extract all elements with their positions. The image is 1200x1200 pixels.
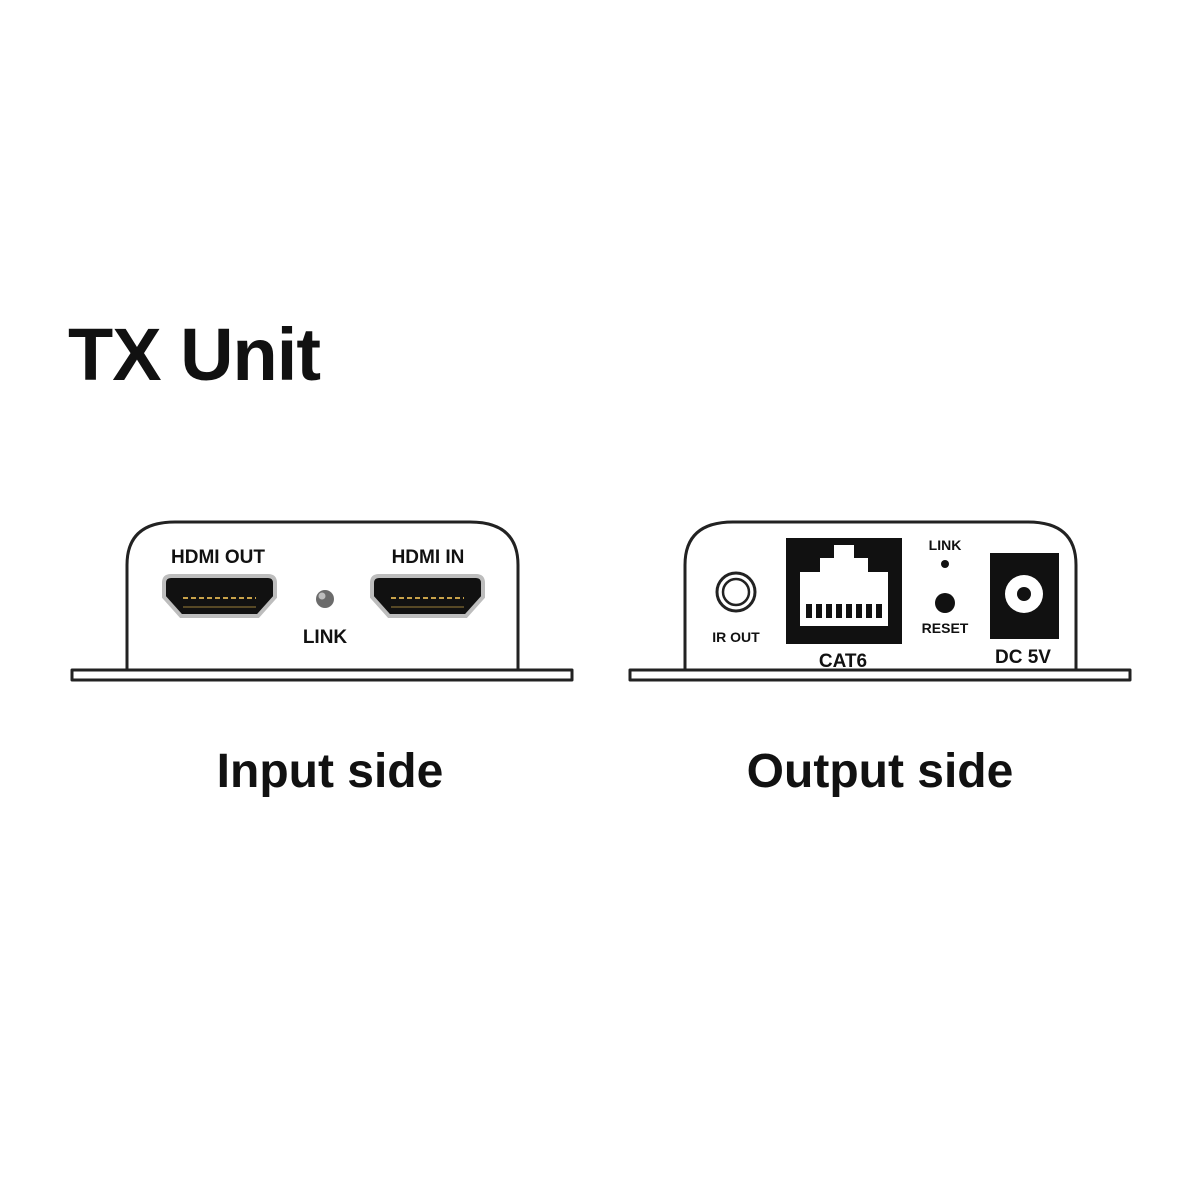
dc-5v-label: DC 5V [995,647,1051,668]
dc-power-jack [990,553,1059,639]
input-side-caption: Input side [216,745,444,798]
hdmi-in-port [370,574,485,618]
hdmi-out-port [162,574,277,618]
output-side-caption: Output side [746,745,1014,798]
cat6-label: CAT6 [819,651,867,672]
hdmi-in-label: HDMI IN [392,547,465,568]
ir-out-jack-icon [715,571,757,613]
cat6-port [786,538,902,644]
reset-button [935,593,955,613]
ir-out-label: IR OUT [712,629,760,645]
link-led-icon [316,590,334,608]
output-link-led-icon [941,560,949,568]
link-label: LINK [303,627,348,648]
diagram-title: TX Unit [68,313,321,396]
reset-label: RESET [922,620,969,636]
hdmi-out-label: HDMI OUT [171,547,265,568]
output-link-label: LINK [929,537,962,553]
